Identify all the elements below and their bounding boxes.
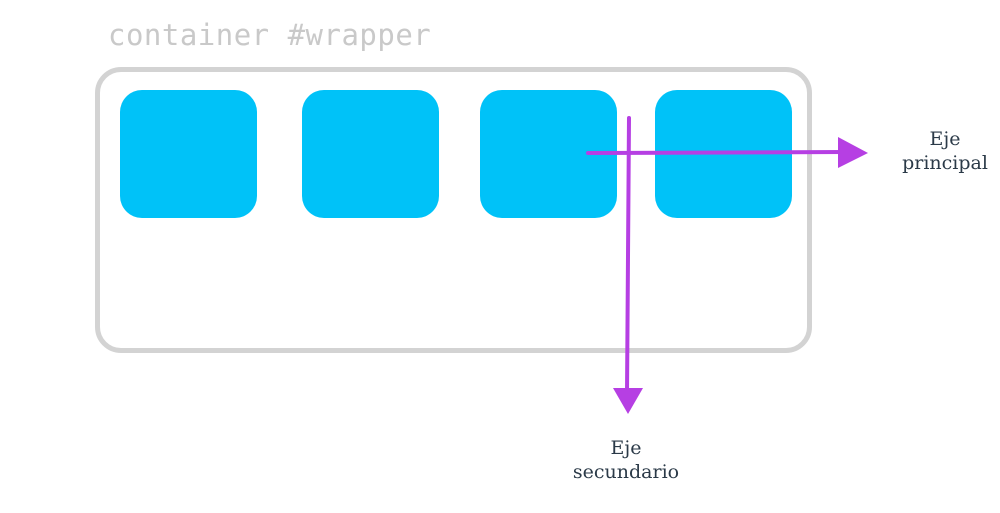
cross-axis-label-line2: secundario — [572, 461, 680, 483]
main-axis-arrow — [586, 137, 868, 168]
cross-axis-label-line1: Eje — [610, 437, 642, 459]
main-axis-label-line2: principal — [902, 152, 988, 174]
main-axis-arrowhead — [838, 137, 868, 168]
cross-axis-label: Eje secundario — [555, 436, 697, 484]
main-axis-line — [586, 150, 848, 155]
cross-axis-arrowhead — [613, 388, 643, 414]
flex-item — [120, 90, 257, 218]
flex-container — [95, 67, 812, 353]
main-axis-label-line1: Eje — [929, 128, 961, 150]
cross-axis-arrow — [613, 116, 643, 414]
cross-axis-line — [625, 116, 631, 396]
container-title: container #wrapper — [108, 18, 432, 52]
main-axis-label: Eje principal — [892, 127, 998, 175]
flex-item — [302, 90, 439, 218]
